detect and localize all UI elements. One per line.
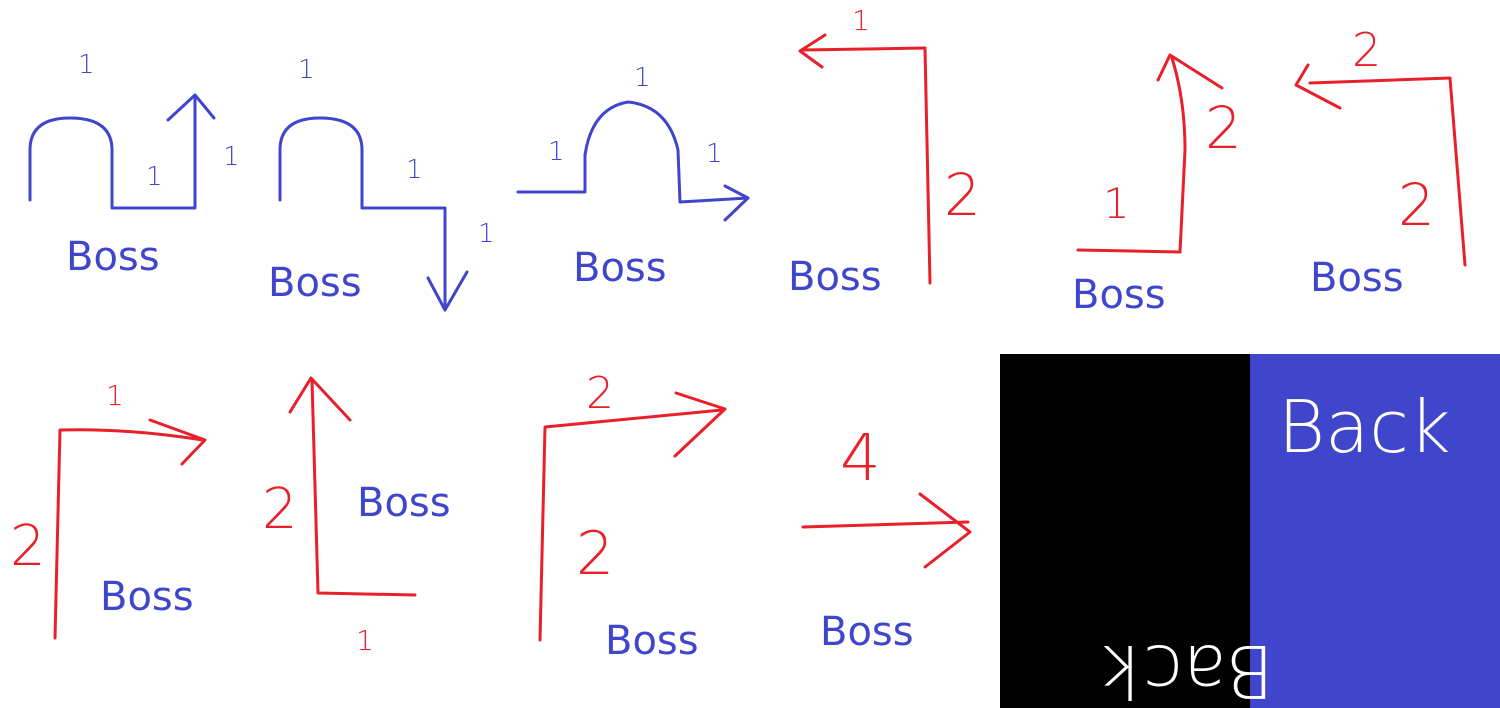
diagram-2-number: 1: [406, 155, 423, 185]
diagram-1-number: 1: [223, 142, 240, 172]
diagram-3-path: [516, 100, 750, 222]
diagram-7-number: 2: [10, 514, 46, 579]
back-panel-top-text: Back: [1278, 385, 1451, 469]
diagram-2-label: Boss: [268, 260, 362, 306]
diagram-7-path: [53, 418, 207, 640]
diagram-9: 2 2 Boss: [538, 368, 727, 664]
diagram-10-path: [801, 492, 972, 569]
diagram-9-number: 2: [576, 519, 614, 589]
diagram-6-label: Boss: [1310, 255, 1404, 301]
diagram-2-number: 1: [298, 55, 315, 85]
diagram-7-number: 1: [106, 379, 124, 412]
diagram-3-number: 1: [706, 139, 723, 169]
diagram-9-label: Boss: [605, 618, 699, 664]
diagram-6-number: 2: [1398, 171, 1435, 239]
diagram-3-number: 1: [634, 63, 651, 93]
diagram-8-path: [288, 376, 417, 597]
diagram-6: 2 2 Boss: [1294, 23, 1467, 301]
diagram-5: 1 2 Boss: [1072, 53, 1242, 318]
diagram-10-number: 4: [840, 422, 881, 496]
back-panel-blue: [1250, 354, 1500, 708]
diagram-4-number: 2: [944, 161, 981, 229]
diagram-3: 1 1 1 Boss: [516, 63, 750, 291]
diagram-9-path: [538, 391, 727, 642]
diagram-1: 1 1 1 Boss: [28, 50, 240, 280]
diagram-8-number: 1: [356, 624, 374, 657]
diagram-8: 2 1 Boss: [262, 376, 451, 657]
diagram-10: 4 Boss: [801, 422, 972, 655]
back-panel-black: [1000, 354, 1250, 708]
diagram-5-label: Boss: [1072, 272, 1166, 318]
diagram-2-number: 1: [478, 219, 495, 249]
diagram-5-number: 2: [1205, 94, 1242, 162]
diagram-6-path: [1294, 63, 1467, 267]
diagram-5-number: 1: [1103, 179, 1130, 228]
diagram-3-label: Boss: [573, 245, 667, 291]
diagram-9-number: 2: [586, 368, 614, 419]
diagram-4: 1 2 Boss: [788, 4, 981, 300]
diagram-1-number: 1: [146, 162, 163, 192]
back-panel-bottom-text: Back: [1101, 629, 1274, 708]
diagram-4-path: [798, 33, 932, 285]
diagram-6-number: 2: [1352, 23, 1381, 77]
diagram-4-number: 1: [852, 4, 870, 37]
diagram-1-number: 1: [78, 50, 95, 80]
diagram-7: 1 2 Boss: [10, 379, 207, 640]
diagram-2: 1 1 1 Boss: [268, 55, 495, 312]
diagram-3-number: 1: [548, 137, 565, 167]
diagram-4-label: Boss: [788, 254, 882, 300]
diagram-7-label: Boss: [100, 574, 194, 620]
back-panel: Back Back: [1000, 354, 1500, 708]
diagram-1-path: [28, 93, 216, 210]
diagram-1-label: Boss: [66, 234, 160, 280]
diagram-10-label: Boss: [820, 609, 914, 655]
diagram-5-path: [1076, 53, 1224, 254]
diagram-8-number: 2: [262, 477, 298, 542]
diagram-2-path: [278, 116, 469, 312]
diagram-8-label: Boss: [357, 480, 451, 526]
